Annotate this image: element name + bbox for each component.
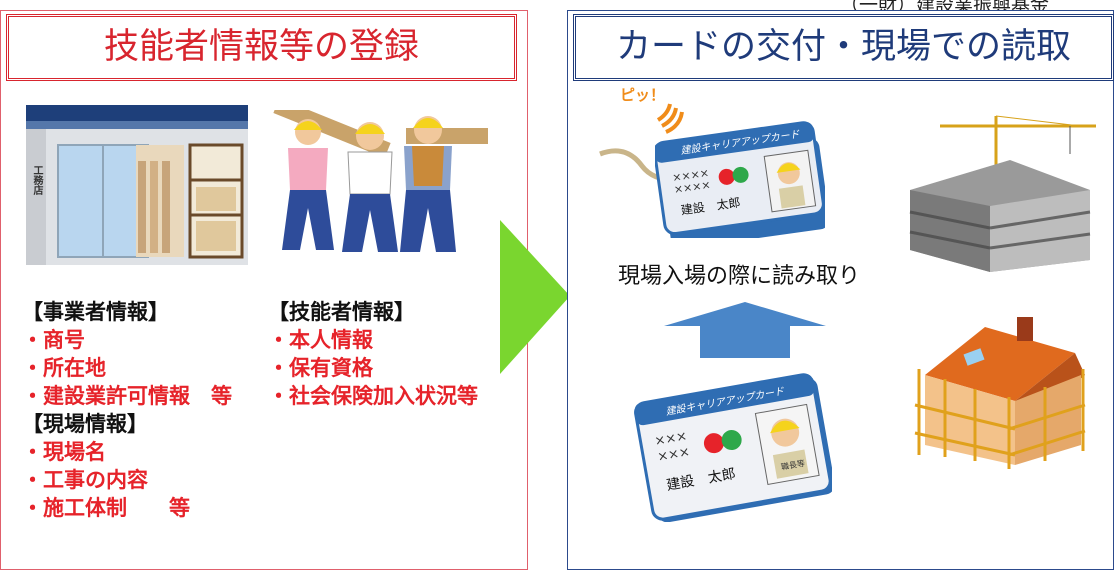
business-info-header: 【事業者情報】 xyxy=(22,300,169,324)
card-xrow-top-1: ×××× xyxy=(671,166,709,184)
business-item-license: ・建設業許可情報 等 xyxy=(22,384,232,408)
business-item-trade-name: ・商号 xyxy=(22,328,85,352)
worker-info-block: 【技能者情報】 ・本人情報 ・保有資格 ・社会保険加入状況等 xyxy=(268,298,478,410)
contractor-shop-illustration xyxy=(26,105,248,265)
career-card-top: 建設キャリアアップカード ×××× ×××× 建設 太郎 xyxy=(655,121,825,238)
business-info-block: 【事業者情報】 ・商号 ・所在地 ・建設業許可情報 等 【現場情報】 ・現場名 … xyxy=(22,298,232,522)
worker-item-personal: ・本人情報 xyxy=(268,328,373,352)
flow-arrow-right-icon xyxy=(500,220,570,374)
card-xrow-bottom-2: ××× xyxy=(656,445,691,465)
worker-info-header: 【技能者情報】 xyxy=(268,300,415,324)
flow-arrow-up-icon xyxy=(664,302,826,358)
card-xrow-bottom-1: ××× xyxy=(654,429,689,449)
beep-label: ピッ！ xyxy=(620,86,666,104)
worker-item-qualifications: ・保有資格 xyxy=(268,356,373,380)
site-info-header: 【現場情報】 xyxy=(22,412,148,436)
card-badge-bottom: 職長等 xyxy=(780,458,805,472)
site-item-name: ・現場名 xyxy=(22,440,106,464)
site-item-work-content: ・工事の内容 xyxy=(22,468,148,492)
worker-item-insurance: ・社会保険加入状況等 xyxy=(268,384,478,408)
shop-sign: 工務店 xyxy=(31,165,42,195)
site-item-structure: ・施工体制 等 xyxy=(22,496,190,520)
house-construction-illustration xyxy=(914,317,1086,469)
reading-caption: 現場入場の際に読み取り xyxy=(618,264,861,289)
career-card-bottom: 建設キャリアアップカード ××× ××× 建設 太郎 職長等 xyxy=(634,373,832,522)
card-panel-title: カードの交付・現場での読取 xyxy=(573,14,1114,81)
card-xrow-top-2: ×××× xyxy=(673,178,711,196)
workers-illustration xyxy=(273,110,488,252)
registration-title: 技能者情報等の登録 xyxy=(6,14,517,81)
building-construction-illustration xyxy=(909,115,1096,272)
business-item-address: ・所在地 xyxy=(22,356,106,380)
